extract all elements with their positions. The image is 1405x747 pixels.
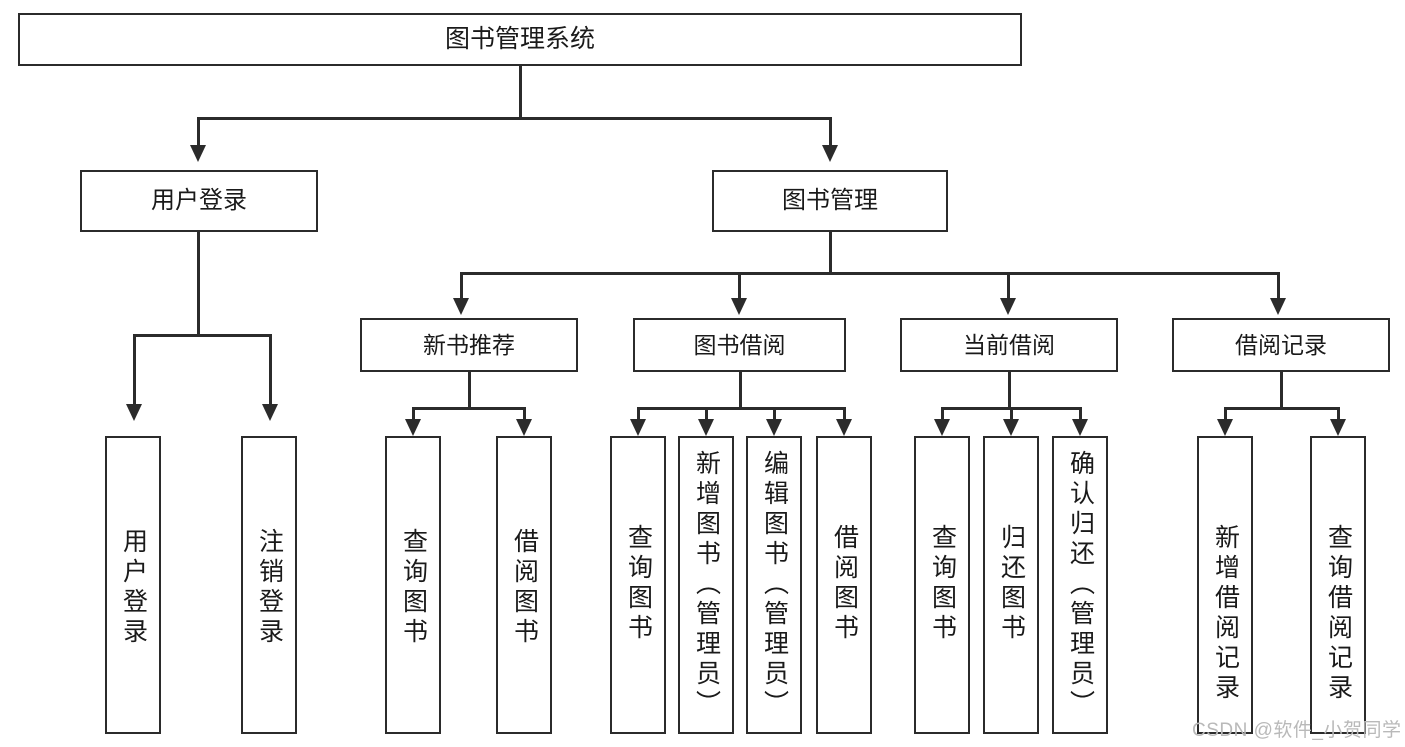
node-label: 查询借阅记录	[1324, 524, 1353, 704]
connector-level3-drop-4	[1277, 272, 1280, 300]
node-label: 编辑图书（管理员）	[760, 450, 789, 720]
connector-record-drop-1	[1224, 407, 1227, 421]
connector-newbook-bus	[412, 407, 525, 410]
connector-borrow-stem	[739, 372, 742, 409]
arrow-leaf-13	[1330, 419, 1346, 436]
connector-level3-drop-3	[1007, 272, 1010, 300]
connector-userlogin-bus	[133, 334, 271, 337]
arrow-leaf-1	[126, 404, 142, 421]
node-label: 用户登录	[151, 187, 247, 215]
node-user-login[interactable]: 用户登录	[80, 170, 318, 232]
node-label: 借阅图书	[830, 524, 859, 644]
node-label: 注销登录	[255, 528, 284, 648]
connector-level3-drop-2	[738, 272, 741, 300]
node-label: 当前借阅	[963, 331, 1055, 358]
leaf-user-login[interactable]: 用户登录	[105, 436, 161, 734]
node-label: 新增借阅记录	[1211, 524, 1240, 704]
connector-userlogin-drop-2	[269, 334, 272, 406]
arrow-leaf-9	[934, 419, 950, 436]
connector-borrow-drop-3	[773, 407, 776, 421]
connector-borrow-drop-1	[637, 407, 640, 421]
node-label: 新增图书（管理员）	[692, 450, 721, 720]
arrow-leaf-2	[262, 404, 278, 421]
node-label: 图书管理系统	[444, 25, 595, 54]
connector-newbook-stem	[468, 372, 471, 409]
leaf-return-book[interactable]: 归还图书	[983, 436, 1039, 734]
node-label: 查询图书	[399, 528, 428, 648]
arrow-leaf-4	[516, 419, 532, 436]
connector-userlogin-stem	[197, 232, 200, 336]
leaf-query-book-current[interactable]: 查询图书	[914, 436, 970, 734]
arrow-level2-1	[190, 145, 206, 162]
connector-newbook-drop-1	[412, 407, 415, 421]
leaf-query-book-borrow[interactable]: 查询图书	[610, 436, 666, 734]
leaf-add-borrow-record[interactable]: 新增借阅记录	[1197, 436, 1253, 734]
arrow-level3-4	[1270, 298, 1286, 315]
arrow-level3-3	[1000, 298, 1016, 315]
arrow-level3-2	[731, 298, 747, 315]
arrow-leaf-12	[1217, 419, 1233, 436]
connector-root-stem	[519, 66, 522, 119]
connector-record-drop-2	[1337, 407, 1340, 421]
leaf-confirm-return-admin[interactable]: 确认归还（管理员）	[1052, 436, 1108, 734]
connector-level3-bus	[460, 272, 1279, 275]
node-label: 借阅记录	[1235, 331, 1327, 358]
arrow-leaf-5	[630, 419, 646, 436]
connector-newbook-drop-2	[523, 407, 526, 421]
node-label: 归还图书	[997, 524, 1026, 644]
leaf-borrow-book-newbook[interactable]: 借阅图书	[496, 436, 552, 734]
connector-borrow-bus	[637, 407, 845, 410]
connector-bookmgmt-stem	[829, 232, 832, 274]
node-new-book-recommend[interactable]: 新书推荐	[360, 318, 578, 372]
arrow-level2-2	[822, 145, 838, 162]
node-borrow-record[interactable]: 借阅记录	[1172, 318, 1390, 372]
connector-level2-drop-2	[829, 117, 832, 147]
connector-borrow-drop-2	[705, 407, 708, 421]
connector-current-stem	[1008, 372, 1011, 409]
node-current-borrow[interactable]: 当前借阅	[900, 318, 1118, 372]
connector-current-drop-3	[1079, 407, 1082, 421]
node-label: 查询图书	[624, 524, 653, 644]
arrow-leaf-6	[698, 419, 714, 436]
node-label: 确认归还（管理员）	[1066, 450, 1095, 720]
node-book-management[interactable]: 图书管理	[712, 170, 948, 232]
connector-borrow-drop-4	[843, 407, 846, 421]
node-label: 新书推荐	[423, 331, 515, 358]
arrow-level3-1	[453, 298, 469, 315]
leaf-add-book-admin[interactable]: 新增图书（管理员）	[678, 436, 734, 734]
leaf-borrow-book[interactable]: 借阅图书	[816, 436, 872, 734]
node-root-book-management-system[interactable]: 图书管理系统	[18, 13, 1022, 66]
node-label: 借阅图书	[510, 528, 539, 648]
connector-current-drop-1	[941, 407, 944, 421]
connector-level2-drop-1	[197, 117, 200, 147]
connector-level2-bus	[197, 117, 831, 120]
connector-current-drop-2	[1010, 407, 1013, 421]
node-label: 图书管理	[782, 187, 878, 215]
connector-record-stem	[1280, 372, 1283, 409]
node-label: 图书借阅	[693, 331, 786, 358]
leaf-edit-book-admin[interactable]: 编辑图书（管理员）	[746, 436, 802, 734]
node-label: 查询图书	[928, 524, 957, 644]
leaf-query-book-newbook[interactable]: 查询图书	[385, 436, 441, 734]
arrow-leaf-3	[405, 419, 421, 436]
arrow-leaf-8	[836, 419, 852, 436]
arrow-leaf-11	[1072, 419, 1088, 436]
arrow-leaf-10	[1003, 419, 1019, 436]
node-book-borrow[interactable]: 图书借阅	[633, 318, 846, 372]
leaf-logout[interactable]: 注销登录	[241, 436, 297, 734]
connector-userlogin-drop-1	[133, 334, 136, 406]
leaf-query-borrow-record[interactable]: 查询借阅记录	[1310, 436, 1366, 734]
arrow-leaf-7	[766, 419, 782, 436]
node-label: 用户登录	[119, 528, 148, 648]
connector-level3-drop-1	[460, 272, 463, 300]
connector-record-bus	[1224, 407, 1339, 410]
